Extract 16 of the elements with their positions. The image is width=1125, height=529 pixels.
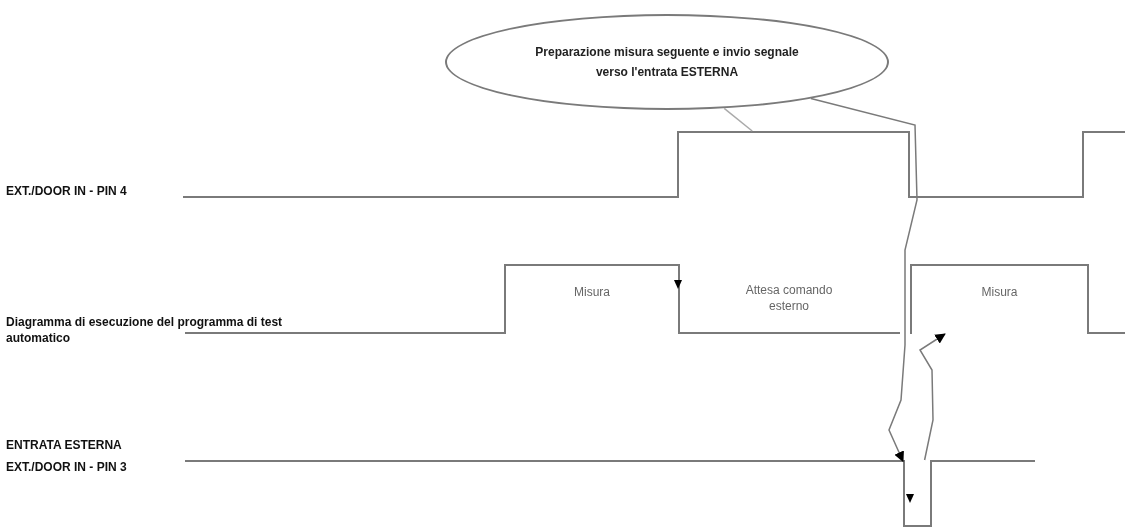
signal-pulse [903, 460, 932, 527]
signal-name: EXT./DOOR IN - PIN 4 [6, 183, 128, 199]
phase-label: Misura [573, 284, 611, 300]
leader-line [723, 107, 753, 132]
signal-pulse [910, 264, 1089, 334]
signal-name: EXT./DOOR IN - PIN 3 [6, 459, 128, 475]
arrow [810, 97, 918, 463]
arrow [919, 333, 946, 461]
phase-label: Attesa comando esterno [744, 282, 834, 314]
phase-label: Misura [980, 284, 1019, 300]
signal-name: ENTRATA ESTERNA [6, 437, 123, 453]
signal-name: Diagramma di esecuzione del programma di test automatico [6, 314, 284, 346]
callout-ellipse [445, 14, 889, 110]
signal-pulse [677, 131, 910, 198]
signal-pulse [504, 264, 680, 334]
callout-text: Preparazione misura seguente e invio segnale verso l'entrata ESTERNA [534, 44, 800, 81]
